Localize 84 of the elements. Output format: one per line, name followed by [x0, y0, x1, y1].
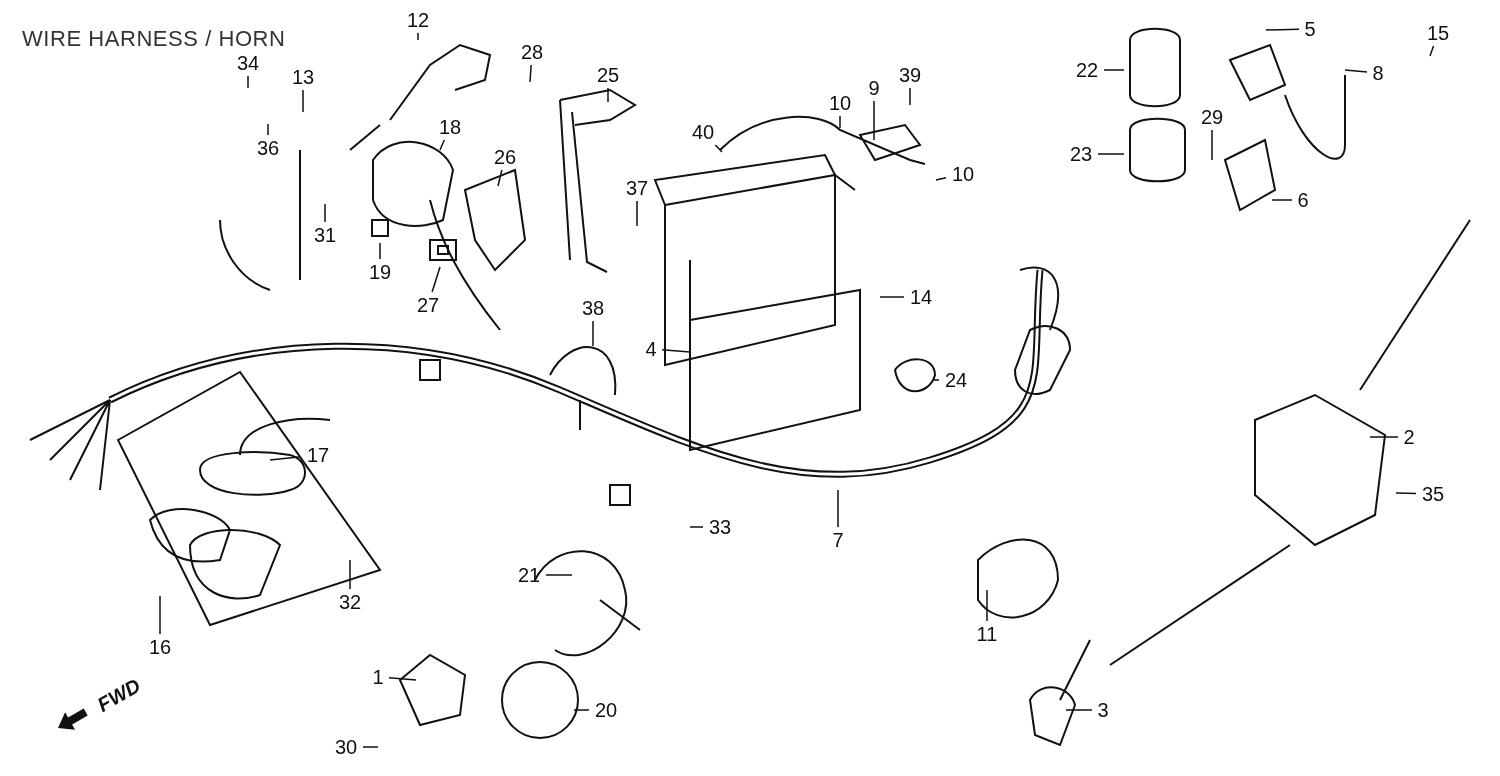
- callout-number: 19: [368, 262, 392, 282]
- callout-number: 8: [1372, 63, 1384, 83]
- leader-line: [1265, 28, 1300, 31]
- leader-line: [1103, 69, 1125, 71]
- callout-number: 26: [493, 147, 517, 167]
- leader-line: [986, 589, 988, 622]
- leader-line: [909, 87, 911, 106]
- callout-number: 6: [1297, 190, 1309, 210]
- leader-line: [362, 746, 379, 748]
- leader-line: [573, 709, 590, 711]
- callout-number: 36: [256, 138, 280, 158]
- callout-number: 7: [832, 530, 844, 550]
- callout-number: 23: [1069, 144, 1093, 164]
- callout-number: 15: [1426, 23, 1450, 43]
- callout-number: 14: [909, 287, 933, 307]
- callout-number: 39: [898, 65, 922, 85]
- leader-line: [1065, 709, 1093, 711]
- callout-number: 22: [1075, 60, 1099, 80]
- callout-number: 40: [691, 122, 715, 142]
- callout-number: 18: [438, 117, 462, 137]
- callout-number: 21: [517, 565, 541, 585]
- leader-line: [497, 169, 503, 187]
- callout-number: 38: [581, 298, 605, 318]
- leader-line: [1211, 129, 1213, 161]
- leader-line: [935, 177, 947, 181]
- callout-number: 27: [416, 295, 440, 315]
- leader-line: [545, 574, 573, 576]
- leader-line: [159, 595, 161, 635]
- callout-number: 29: [1200, 107, 1224, 127]
- leader-line: [873, 100, 875, 141]
- callout-number: 10: [828, 93, 852, 113]
- direction-label: FWD: [92, 673, 145, 718]
- leader-line: [1344, 69, 1368, 73]
- callout-number: 9: [868, 78, 880, 98]
- leader-line: [324, 203, 326, 223]
- callout-number: 31: [313, 225, 337, 245]
- leader-line: [302, 89, 304, 113]
- callout-number: 35: [1421, 484, 1445, 504]
- leader-line: [417, 32, 419, 41]
- callout-number: 13: [291, 67, 315, 87]
- leader-line: [269, 456, 302, 461]
- leader-line: [247, 75, 249, 89]
- leader-line: [933, 379, 940, 381]
- callout-number: 33: [708, 517, 732, 537]
- leader-line: [1097, 153, 1125, 155]
- callout-number: 32: [338, 592, 362, 612]
- leader-line: [439, 139, 446, 151]
- callout-number: 30: [334, 737, 358, 757]
- leader-line: [879, 296, 905, 298]
- leader-line: [529, 64, 532, 83]
- leader-line: [839, 115, 841, 129]
- callout-number: 10: [951, 164, 975, 184]
- callout-number: 24: [944, 370, 968, 390]
- leader-line: [267, 123, 269, 136]
- leader-line: [689, 526, 704, 528]
- leader-line: [349, 559, 351, 590]
- callout-number: 20: [594, 700, 618, 720]
- callout-number: 25: [596, 65, 620, 85]
- callout-number: 37: [625, 178, 649, 198]
- leader-line: [1395, 492, 1417, 495]
- callout-number: 2: [1403, 427, 1415, 447]
- leader-line: [379, 242, 381, 260]
- callout-number: 4: [645, 339, 657, 359]
- leader-line: [714, 144, 723, 153]
- leader-line: [1271, 199, 1293, 201]
- leader-line: [1369, 436, 1399, 438]
- callout-number: 11: [976, 624, 998, 644]
- callout-number: 5: [1304, 19, 1316, 39]
- diagram-title: WIRE HARNESS / HORN: [22, 25, 286, 53]
- leader-line: [661, 349, 691, 353]
- callout-number: 12: [406, 10, 430, 30]
- callout-number: 17: [306, 445, 330, 465]
- callout-number: 3: [1097, 700, 1109, 720]
- leader-line: [636, 200, 638, 227]
- leader-line: [607, 87, 609, 103]
- leader-line: [431, 266, 441, 293]
- callout-number: 28: [520, 42, 544, 62]
- leader-line: [837, 489, 839, 528]
- leader-line: [592, 320, 594, 347]
- leader-line: [1429, 45, 1435, 57]
- callout-number: 34: [236, 53, 260, 73]
- callout-number: 16: [148, 637, 172, 657]
- leader-line: [388, 677, 417, 681]
- callout-number: 1: [372, 667, 384, 687]
